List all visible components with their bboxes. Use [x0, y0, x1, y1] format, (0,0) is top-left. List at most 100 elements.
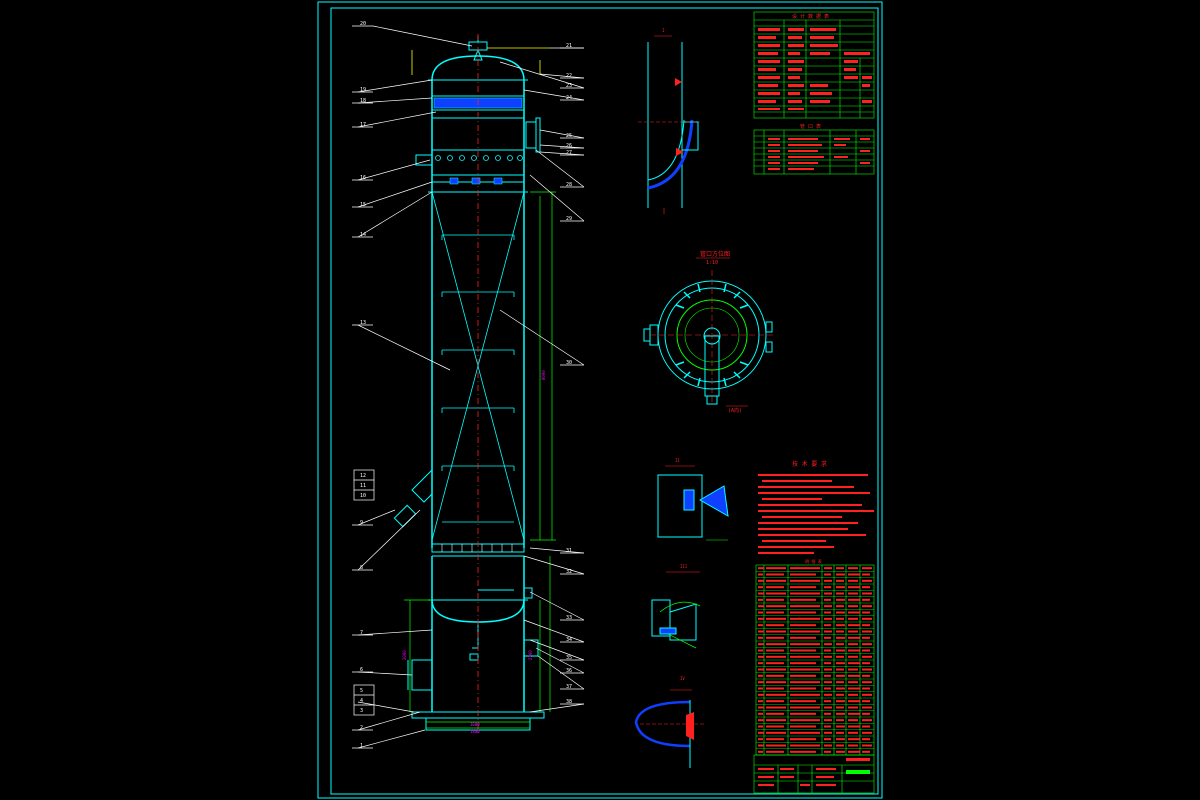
parts-list-cell-text [790, 643, 820, 646]
parts-list-cell-text [862, 681, 872, 684]
parts-list-cell-text [848, 586, 860, 589]
parts-list-cell-text [824, 681, 832, 684]
parts-list-cell-text [790, 674, 816, 677]
parts-list-cell-text [758, 592, 764, 595]
parts-list-cell-text [848, 687, 860, 690]
parts-list-cell-text [766, 649, 784, 652]
right-part-numbers: 21 22 23 24 25 26 27 28 29 30 31 32 33 3… [566, 43, 572, 705]
part-label: 30 [566, 360, 572, 366]
nozzle-table-title: 管 口 表 [800, 123, 821, 130]
parts-list-cell-text [766, 598, 784, 601]
parts-list-cell-text [758, 681, 764, 684]
parts-list-cell-text [862, 605, 872, 608]
detail-title: III [680, 564, 688, 569]
design-data-table [753, 11, 875, 119]
parts-list-cell-text [836, 700, 845, 703]
parts-list-cell-text [862, 738, 870, 741]
svg-text:8000: 8000 [541, 370, 546, 380]
parts-list-cell-text [824, 598, 831, 601]
parts-list-cell-text [862, 731, 872, 734]
parts-list-cell-text [790, 731, 820, 734]
parts-list-cell-text [790, 592, 820, 595]
parts-list-cell-text [790, 611, 816, 614]
parts-list-cell-text [790, 700, 816, 703]
parts-list-cell-text [824, 693, 832, 696]
part-label: 1 [360, 743, 363, 749]
parts-list-cell-text [766, 655, 786, 658]
part-label: 24 [566, 95, 572, 101]
parts-list-title: 明 细 表 [805, 558, 822, 564]
parts-list-cell-text [758, 706, 764, 709]
parts-list-cell-text [848, 674, 860, 677]
parts-list-cell-text [862, 712, 870, 715]
parts-list-cell-text [790, 579, 820, 582]
detail-iii-weld: III [651, 564, 701, 649]
parts-list-cell-text [758, 744, 764, 747]
part-label: 21 [566, 43, 572, 49]
green-dimension-lines [404, 191, 556, 729]
parts-list-cell-text [824, 636, 831, 639]
parts-list-cell-text [766, 617, 786, 620]
parts-list-cell-text [848, 693, 858, 696]
parts-list-cell-text [862, 617, 872, 620]
parts-list-cell-text [790, 649, 816, 652]
parts-list-cell-text [836, 592, 844, 595]
parts-list-cell-text [848, 738, 860, 741]
part-label: 16 [360, 175, 366, 181]
parts-list-cell-text [836, 636, 845, 639]
parts-list-cell-text [790, 668, 820, 671]
parts-list-cell-text [766, 738, 784, 741]
parts-list-cell-text [758, 693, 764, 696]
parts-list-cell-text [848, 649, 860, 652]
parts-list-cell-text [766, 630, 786, 633]
part-label: 12 [360, 473, 366, 479]
parts-list-cell-text [848, 567, 858, 570]
part-label: 2 [360, 725, 363, 731]
parts-list-cell-text [790, 586, 816, 589]
drawing-frame [317, 1, 883, 799]
parts-list-cell-text [848, 668, 858, 671]
parts-list-cell-text [836, 605, 844, 608]
detail-ii-weld: II [657, 458, 729, 541]
parts-list-cell-text [790, 605, 820, 608]
part-label: 8 [360, 565, 363, 571]
parts-list-cell-text [766, 636, 784, 639]
parts-list-cell-text [758, 611, 763, 614]
parts-list-cell-text [766, 611, 784, 614]
parts-list-cell-text [862, 567, 872, 570]
parts-list-cell-text [848, 605, 858, 608]
parts-list-cell-text [766, 693, 786, 696]
support-grid-cells [441, 544, 513, 552]
parts-list-cell-text [766, 586, 784, 589]
parts-list-cell-text [824, 719, 832, 722]
parts-list-cell-text [824, 662, 831, 665]
parts-list-cell-text [836, 668, 844, 671]
parts-list-cell-text [836, 738, 845, 741]
part-label: 27 [566, 150, 572, 156]
parts-list-cell-text [848, 744, 858, 747]
parts-list-cell-text [848, 662, 860, 665]
svg-text:1600: 1600 [470, 722, 480, 727]
detail-title: II [675, 458, 680, 463]
parts-list-cell-text [836, 617, 844, 620]
detail-title: I [662, 28, 665, 33]
parts-list-cell-text [790, 750, 816, 753]
parts-list-cell-text [836, 719, 844, 722]
parts-list-cell-text [836, 611, 845, 614]
parts-list-cell-text [836, 586, 845, 589]
parts-list-cell-text [766, 668, 786, 671]
parts-list-cell-text [790, 738, 816, 741]
parts-list-cell-text [836, 744, 844, 747]
part-label: 23 [566, 83, 572, 89]
parts-list-cell-text [758, 668, 764, 671]
spray-nozzles [435, 155, 523, 161]
parts-list-cell-text [862, 719, 872, 722]
parts-list-cell-text [758, 624, 763, 627]
parts-list-cell-text [862, 750, 870, 753]
parts-list-cell-text [824, 744, 832, 747]
part-label: 9 [360, 520, 363, 526]
parts-list-cell-text [790, 693, 820, 696]
parts-list-cell-text [766, 744, 786, 747]
svg-text:2700: 2700 [528, 650, 533, 660]
